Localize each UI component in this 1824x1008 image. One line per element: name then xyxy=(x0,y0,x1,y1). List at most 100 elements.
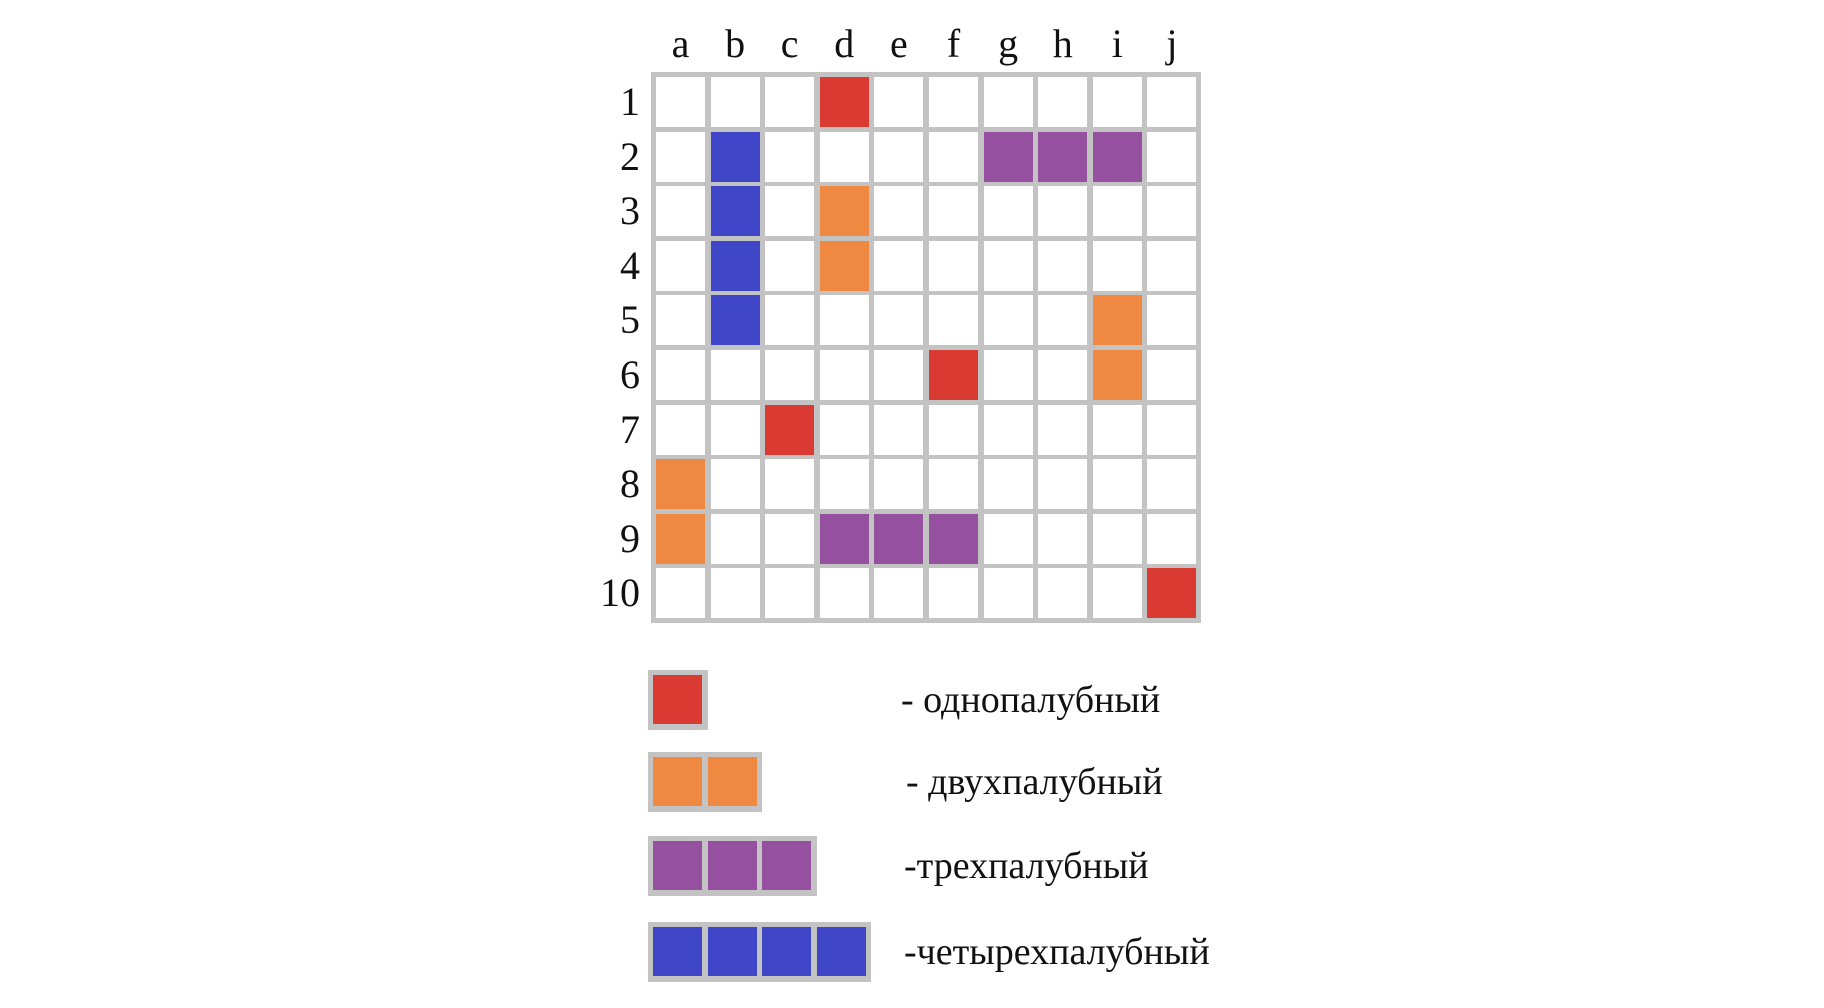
ship-cell-c7[interactable] xyxy=(765,404,815,455)
cell-i4[interactable] xyxy=(1092,240,1142,291)
cell-g6[interactable] xyxy=(983,350,1033,400)
cell-d8[interactable] xyxy=(819,459,869,510)
ship-cell-b2[interactable] xyxy=(710,131,760,182)
cell-b8[interactable] xyxy=(710,459,760,510)
cell-g10[interactable] xyxy=(983,568,1033,619)
cell-c9[interactable] xyxy=(765,513,815,564)
ship-cell-e9[interactable] xyxy=(874,513,924,564)
cell-e1[interactable] xyxy=(874,77,924,127)
cell-g4[interactable] xyxy=(983,240,1033,291)
cell-a3[interactable] xyxy=(656,186,705,237)
cell-f4[interactable] xyxy=(929,240,978,291)
cell-g5[interactable] xyxy=(983,295,1033,346)
cell-h8[interactable] xyxy=(1038,459,1088,510)
cell-h5[interactable] xyxy=(1038,295,1088,346)
cell-h6[interactable] xyxy=(1038,350,1088,400)
cell-b1[interactable] xyxy=(710,77,760,127)
cell-j2[interactable] xyxy=(1147,131,1197,182)
cell-a4[interactable] xyxy=(656,240,705,291)
cell-c4[interactable] xyxy=(765,240,815,291)
cell-i3[interactable] xyxy=(1092,186,1142,237)
cell-e6[interactable] xyxy=(874,350,924,400)
cell-c1[interactable] xyxy=(765,77,815,127)
cell-j6[interactable] xyxy=(1147,350,1197,400)
cell-f2[interactable] xyxy=(929,131,978,182)
cell-e2[interactable] xyxy=(874,131,924,182)
cell-e8[interactable] xyxy=(874,459,924,510)
ship-cell-b3[interactable] xyxy=(710,186,760,237)
cell-c8[interactable] xyxy=(765,459,815,510)
cell-f1[interactable] xyxy=(929,77,978,127)
ship-cell-d4[interactable] xyxy=(819,240,869,291)
cell-j3[interactable] xyxy=(1147,186,1197,237)
ship-cell-d1[interactable] xyxy=(819,77,869,127)
cell-a10[interactable] xyxy=(656,568,705,619)
ship-cell-b5[interactable] xyxy=(710,295,760,346)
ship-cell-f6[interactable] xyxy=(929,350,978,400)
cell-e10[interactable] xyxy=(874,568,924,619)
ship-cell-i2[interactable] xyxy=(1092,131,1142,182)
cell-d10[interactable] xyxy=(819,568,869,619)
cell-j7[interactable] xyxy=(1147,404,1197,455)
ship-cell-g2[interactable] xyxy=(983,131,1033,182)
cell-h4[interactable] xyxy=(1038,240,1088,291)
cell-a6[interactable] xyxy=(656,350,705,400)
cell-f10[interactable] xyxy=(929,568,978,619)
ship-cell-i6[interactable] xyxy=(1092,350,1142,400)
cell-e7[interactable] xyxy=(874,404,924,455)
cell-g7[interactable] xyxy=(983,404,1033,455)
ship-cell-b4[interactable] xyxy=(710,240,760,291)
ship-cell-h2[interactable] xyxy=(1038,131,1088,182)
cell-d5[interactable] xyxy=(819,295,869,346)
cell-i9[interactable] xyxy=(1092,513,1142,564)
cell-e3[interactable] xyxy=(874,186,924,237)
cell-b10[interactable] xyxy=(710,568,760,619)
cell-h3[interactable] xyxy=(1038,186,1088,237)
ship-cell-f9[interactable] xyxy=(929,513,978,564)
ship-cell-d9[interactable] xyxy=(819,513,869,564)
cell-j1[interactable] xyxy=(1147,77,1197,127)
cell-b6[interactable] xyxy=(710,350,760,400)
ship-cell-d3[interactable] xyxy=(819,186,869,237)
cell-b7[interactable] xyxy=(710,404,760,455)
cell-a1[interactable] xyxy=(656,77,705,127)
cell-g9[interactable] xyxy=(983,513,1033,564)
cell-j8[interactable] xyxy=(1147,459,1197,510)
cell-j5[interactable] xyxy=(1147,295,1197,346)
cell-c10[interactable] xyxy=(765,568,815,619)
cell-f5[interactable] xyxy=(929,295,978,346)
cell-d2[interactable] xyxy=(819,131,869,182)
ship-cell-a9[interactable] xyxy=(656,513,705,564)
cell-f7[interactable] xyxy=(929,404,978,455)
cell-c3[interactable] xyxy=(765,186,815,237)
cell-c5[interactable] xyxy=(765,295,815,346)
cell-h1[interactable] xyxy=(1038,77,1088,127)
cell-i8[interactable] xyxy=(1092,459,1142,510)
cell-h9[interactable] xyxy=(1038,513,1088,564)
ship-cell-j10[interactable] xyxy=(1147,568,1197,619)
cell-f3[interactable] xyxy=(929,186,978,237)
cell-i7[interactable] xyxy=(1092,404,1142,455)
cell-e4[interactable] xyxy=(874,240,924,291)
cell-a7[interactable] xyxy=(656,404,705,455)
cell-d7[interactable] xyxy=(819,404,869,455)
cell-c6[interactable] xyxy=(765,350,815,400)
cell-j9[interactable] xyxy=(1147,513,1197,564)
ship-cell-i5[interactable] xyxy=(1092,295,1142,346)
cell-h7[interactable] xyxy=(1038,404,1088,455)
ship-cell-a8[interactable] xyxy=(656,459,705,510)
cell-c2[interactable] xyxy=(765,131,815,182)
cell-a2[interactable] xyxy=(656,131,705,182)
cell-b9[interactable] xyxy=(710,513,760,564)
cell-g1[interactable] xyxy=(983,77,1033,127)
cell-e5[interactable] xyxy=(874,295,924,346)
cell-i1[interactable] xyxy=(1092,77,1142,127)
cell-d6[interactable] xyxy=(819,350,869,400)
cell-g3[interactable] xyxy=(983,186,1033,237)
cell-j4[interactable] xyxy=(1147,240,1197,291)
cell-g8[interactable] xyxy=(983,459,1033,510)
cell-a5[interactable] xyxy=(656,295,705,346)
cell-h10[interactable] xyxy=(1038,568,1088,619)
cell-i10[interactable] xyxy=(1092,568,1142,619)
cell-f8[interactable] xyxy=(929,459,978,510)
